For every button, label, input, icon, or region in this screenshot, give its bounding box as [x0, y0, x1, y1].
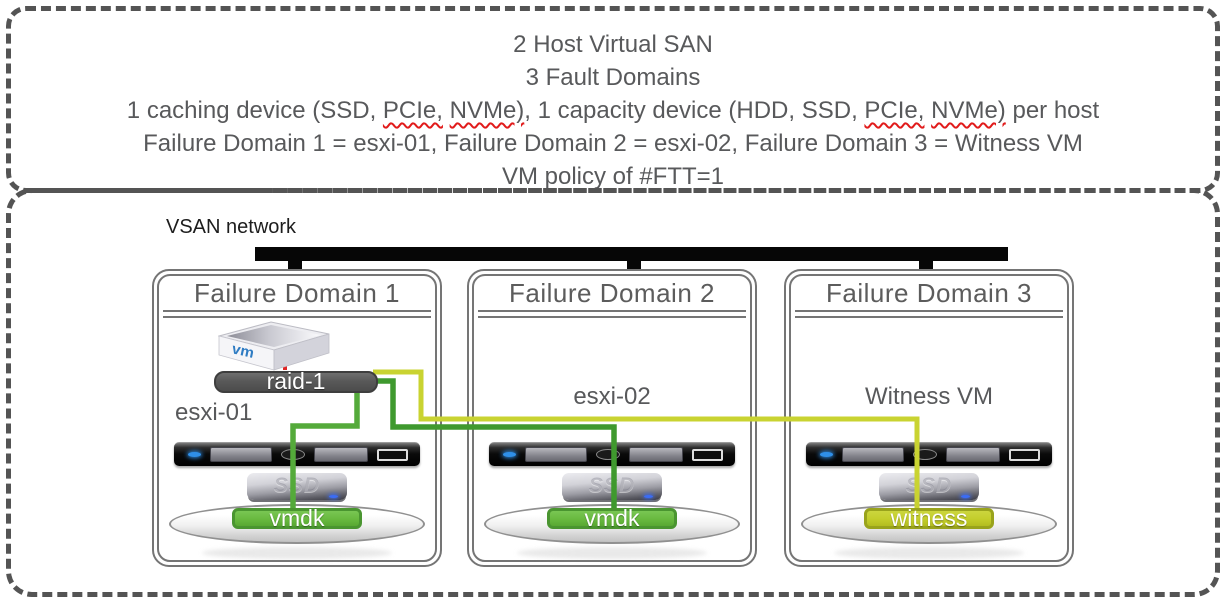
witness-component-label: witness	[864, 507, 994, 530]
summary-line-1: 2 Host Virtual SAN	[513, 31, 713, 58]
summary-line-4: Failure Domain 1 = esxi-01, Failure Doma…	[143, 130, 1083, 157]
ssd-disk-icon: SSD	[879, 473, 979, 500]
ssd-disk-icon: SSD	[562, 473, 662, 500]
host-server-icon	[806, 442, 1052, 466]
network-uplink-stub	[627, 261, 641, 270]
ssd-led-icon	[329, 495, 338, 498]
failure-domain-1-box: Failure Domain 1 vm raid-1 esxi-01	[152, 269, 442, 567]
expansion-slot	[1009, 448, 1040, 461]
summary-line-2: 3 Fault Domains	[525, 64, 701, 91]
host-name-label: Witness VM	[864, 383, 993, 410]
vmdk-component-label: vmdk	[547, 507, 677, 530]
expansion-slot	[692, 448, 723, 461]
drive-panel	[525, 447, 587, 462]
expansion-slot	[377, 448, 408, 461]
spellcheck-flagged-term: NVMe)	[931, 97, 1006, 124]
text-segment	[443, 97, 450, 124]
raid-1-pill: raid-1	[214, 370, 378, 393]
drive-panel	[945, 447, 1000, 462]
title-separator	[795, 310, 1063, 318]
vsan-network-bus	[255, 247, 1008, 261]
drive-panel	[210, 447, 272, 462]
vmdk-component-label: vmdk	[232, 507, 362, 530]
ssd-led-icon	[961, 495, 970, 498]
failure-domain-title: Failure Domain 1	[194, 278, 400, 308]
drive-panel	[628, 447, 683, 462]
title-separator	[163, 310, 431, 318]
ssd-led-icon	[644, 495, 653, 498]
vm-logo-text: vm	[232, 340, 254, 362]
spellcheck-flagged-term: NVMe)	[449, 97, 525, 124]
server-faceplate	[503, 447, 723, 462]
text-segment: , 1 capacity device (HDD, SSD,	[524, 97, 865, 124]
ssd-disk-icon: SSD	[247, 473, 347, 500]
host-name-label: esxi-02	[573, 383, 651, 410]
power-led-icon	[188, 452, 201, 457]
power-button-icon	[280, 449, 305, 460]
server-faceplate	[188, 447, 408, 462]
power-led-icon	[503, 452, 516, 457]
power-button-icon	[912, 449, 937, 460]
text-segment: per host	[1005, 97, 1100, 124]
text-segment: 1 caching device (SSD,	[126, 97, 383, 124]
network-uplink-stub	[288, 261, 302, 270]
network-uplink-stub	[919, 261, 933, 270]
host-name-label: esxi-01	[175, 399, 253, 426]
host-server-icon	[489, 442, 735, 466]
failure-domain-2-box: Failure Domain 2 esxi-02 SSD vmdk	[467, 269, 757, 567]
server-faceplate	[820, 447, 1040, 462]
summary-text: 2 Host Virtual SAN 3 Fault Domains 1 cac…	[31, 28, 1195, 193]
spellcheck-flagged-term: PCIe,	[382, 97, 443, 124]
host-server-icon	[174, 442, 420, 466]
summary-line-5: VM policy of #FTT=1	[501, 163, 725, 190]
power-led-icon	[820, 452, 833, 457]
failure-domain-title: Failure Domain 3	[826, 278, 1032, 308]
summary-panel: 2 Host Virtual SAN 3 Fault Domains 1 cac…	[6, 6, 1220, 193]
drive-panel	[313, 447, 368, 462]
vmware-vm-icon: vm	[218, 321, 330, 371]
vsan-network-label: VSAN network	[166, 216, 297, 238]
spellcheck-flagged-term: PCIe,	[864, 97, 925, 124]
topology-panel	[6, 188, 1220, 597]
drive-panel	[842, 447, 904, 462]
failure-domain-title: Failure Domain 2	[509, 278, 715, 308]
failure-domain-3-box: Failure Domain 3 Witness VM SSD witness	[784, 269, 1074, 567]
power-button-icon	[595, 449, 620, 460]
summary-line-3: 1 caching device (SSD, PCIe, NVMe), 1 ca…	[31, 94, 1195, 127]
title-separator	[478, 310, 746, 318]
